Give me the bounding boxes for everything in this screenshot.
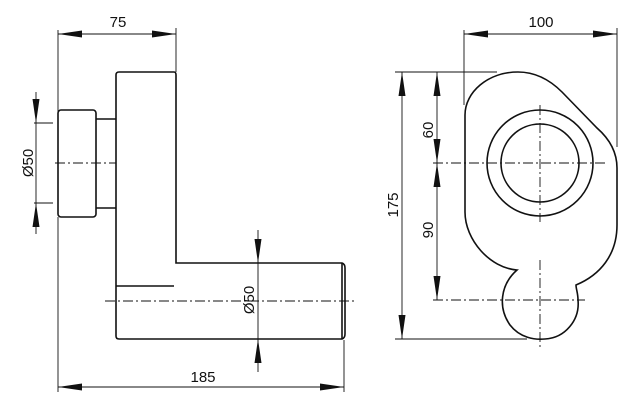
dimension-label: 185 bbox=[190, 369, 215, 386]
inlet-neck bbox=[96, 118, 116, 209]
dimension-label: 75 bbox=[110, 14, 127, 31]
side-view: 75 Ø50 Ø50 185 bbox=[20, 14, 355, 392]
dimension-label: Ø50 bbox=[20, 149, 37, 177]
body-outline bbox=[464, 71, 618, 341]
front-view: 100 175 60 90 bbox=[385, 14, 618, 348]
dimension-185: 185 bbox=[57, 217, 345, 392]
inlet-stub bbox=[57, 109, 97, 218]
dimension-label-60: 60 bbox=[420, 122, 437, 139]
dimension-label: 175 bbox=[385, 192, 402, 217]
dimension-outlet-diameter: Ø50 bbox=[241, 230, 262, 372]
dimension-label: Ø50 bbox=[241, 286, 258, 314]
body-outline bbox=[115, 71, 346, 340]
dimension-inlet-diameter: Ø50 bbox=[20, 92, 53, 234]
dimension-175: 175 bbox=[385, 71, 527, 340]
dimension-60-90: 60 90 bbox=[420, 72, 441, 300]
dimension-75: 75 bbox=[57, 14, 177, 112]
dimension-label: 100 bbox=[528, 14, 553, 31]
dimension-label-90: 90 bbox=[420, 222, 437, 239]
centerlines bbox=[433, 105, 605, 348]
dimension-100: 100 bbox=[463, 14, 618, 147]
